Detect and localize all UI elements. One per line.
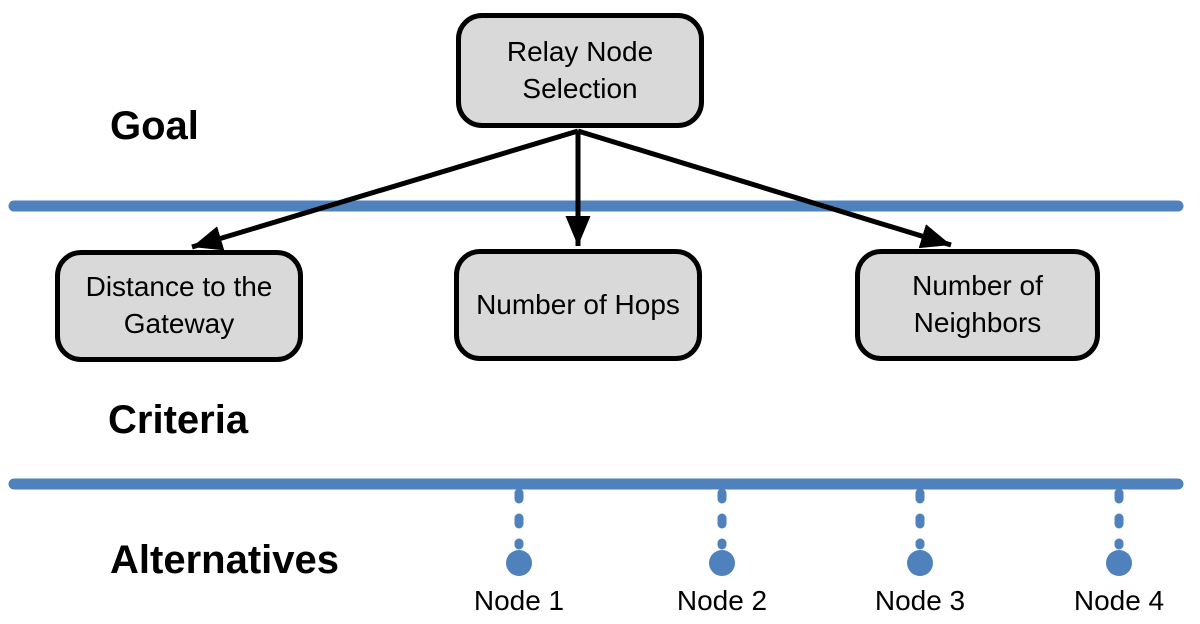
criteria-box-label: Distance to the Gateway: [85, 271, 273, 339]
arrow-goal-to-distance: [191, 128, 579, 251]
criteria-box-label: Number of Hops: [476, 288, 680, 320]
criteria-box-number-of-hops: Number of Hops: [454, 249, 702, 361]
node-marker-dot-1: [506, 550, 532, 576]
criteria-box-distance-to-gateway: Distance to the Gateway: [55, 250, 303, 362]
section-label-criteria: Criteria: [108, 398, 249, 442]
node-label-2: Node 2: [676, 585, 768, 616]
node-marker-dot-2: [709, 550, 735, 576]
node-label-3: Node 3: [874, 585, 966, 616]
node-label-4: Node 4: [1073, 585, 1165, 616]
node-marker-dot-4: [1106, 550, 1132, 576]
node-marker-dot-3: [907, 550, 933, 576]
goal-box-label: Relay Node Selection: [506, 35, 654, 104]
goal-box: Relay Node Selection: [456, 13, 704, 128]
arrow-goal-to-neighbors: [577, 128, 952, 249]
section-label-alternatives: Alternatives: [110, 538, 339, 582]
node-label-1: Node 1: [473, 585, 565, 616]
criteria-box-label: Number of Neighbors: [912, 270, 1043, 338]
section-label-goal: Goal: [110, 104, 199, 148]
criteria-box-number-of-neighbors: Number of Neighbors: [855, 249, 1100, 361]
